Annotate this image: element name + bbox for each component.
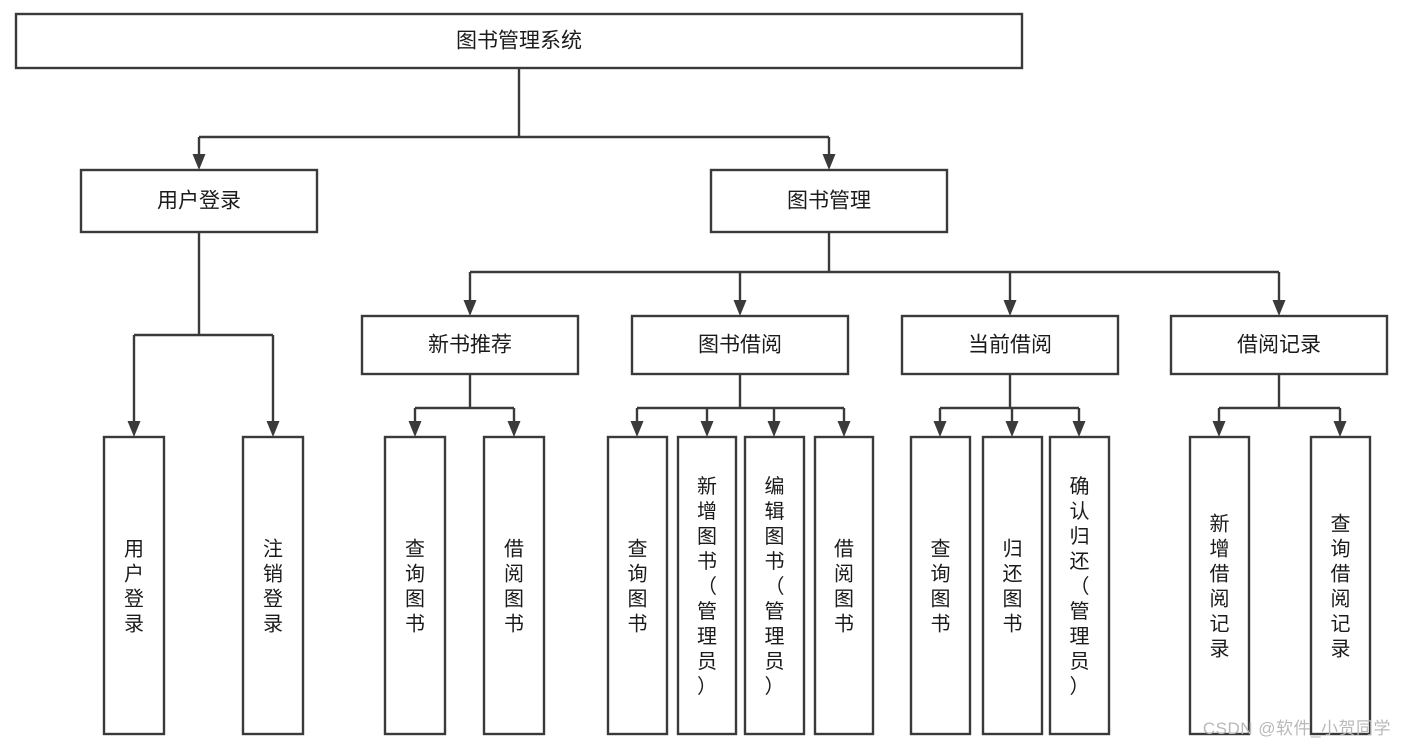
node-box-leaf-query-book-current[interactable]: [909, 435, 972, 736]
csdn-watermark: CSDN @软件_小贺同学: [1202, 719, 1391, 738]
node-leaf-user-login[interactable]: 用户登录: [102, 435, 166, 736]
node-box-leaf-confirm-return-admin[interactable]: [1048, 435, 1111, 736]
node-box-leaf-return-book[interactable]: [981, 435, 1044, 736]
arrowhead-icon: [1272, 300, 1286, 316]
node-label-book-management: 图书管理: [787, 190, 871, 213]
conn-current-to-leaves: [933, 374, 1086, 437]
node-label-leaf-confirm-return-admin: 确认归还（管理员）: [1070, 475, 1090, 698]
node-label-leaf-edit-book-admin: 编辑图书（管理员）: [765, 475, 785, 698]
conn-records-to-leaves: [1212, 374, 1347, 437]
node-new-book-recommend[interactable]: 新书推荐: [360, 314, 580, 376]
node-box-root[interactable]: [14, 12, 1024, 70]
node-box-book-borrow[interactable]: [630, 314, 850, 376]
node-leaf-query-book-recommend[interactable]: 查询图书: [383, 435, 447, 736]
arrowhead-icon: [1072, 421, 1086, 437]
conn-userlogin-to-leaves: [127, 232, 280, 437]
conn-bookmgmt-to-level3: [463, 232, 1286, 316]
node-leaf-borrow-book-recommend[interactable]: 借阅图书: [482, 435, 546, 736]
node-label-leaf-borrow-book-recommend: 借阅图书: [504, 538, 524, 636]
node-label-book-borrow: 图书借阅: [698, 334, 782, 357]
node-current-borrow[interactable]: 当前借阅: [900, 314, 1120, 376]
arrowhead-icon: [933, 421, 947, 437]
node-leaf-edit-book-admin[interactable]: 编辑图书（管理员）: [743, 435, 806, 736]
arrowhead-icon: [822, 154, 836, 170]
node-box-current-borrow[interactable]: [900, 314, 1120, 376]
node-box-new-book-recommend[interactable]: [360, 314, 580, 376]
node-label-leaf-query-borrow-record: 查询借阅记录: [1331, 513, 1351, 661]
node-borrow-records[interactable]: 借阅记录: [1169, 314, 1389, 376]
node-box-user-login[interactable]: [79, 168, 319, 234]
node-leaf-query-borrow-record[interactable]: 查询借阅记录: [1309, 435, 1372, 736]
arrowhead-icon: [408, 421, 422, 437]
arrowhead-icon: [127, 421, 141, 437]
node-label-root: 图书管理系统: [456, 30, 582, 53]
arrowhead-icon: [266, 421, 280, 437]
node-label-leaf-logout-login: 注销登录: [263, 538, 283, 636]
arrowhead-icon: [700, 421, 714, 437]
node-box-leaf-add-borrow-record[interactable]: [1188, 435, 1251, 736]
node-box-leaf-borrow-book-borrow[interactable]: [813, 435, 875, 736]
node-label-leaf-query-book-current: 查询图书: [931, 538, 951, 636]
arrowhead-icon: [767, 421, 781, 437]
node-leaf-add-book-admin[interactable]: 新增图书（管理员）: [676, 435, 738, 736]
node-user-login[interactable]: 用户登录: [79, 168, 319, 234]
node-box-leaf-query-borrow-record[interactable]: [1309, 435, 1372, 736]
arrowhead-icon: [192, 154, 206, 170]
node-root[interactable]: 图书管理系统: [14, 12, 1024, 70]
nodes-layer: 图书管理系统用户登录图书管理新书推荐图书借阅当前借阅借阅记录用户登录注销登录查询…: [14, 12, 1389, 736]
arrowhead-icon: [1333, 421, 1347, 437]
node-label-leaf-borrow-book-borrow: 借阅图书: [834, 538, 854, 636]
node-box-leaf-borrow-book-recommend[interactable]: [482, 435, 546, 736]
node-label-leaf-add-borrow-record: 新增借阅记录: [1210, 513, 1230, 661]
arrowhead-icon: [1212, 421, 1226, 437]
conn-root-to-level2: [192, 68, 836, 170]
arrowhead-icon: [507, 421, 521, 437]
node-leaf-query-book-current[interactable]: 查询图书: [909, 435, 972, 736]
node-box-leaf-query-book-recommend[interactable]: [383, 435, 447, 736]
node-label-borrow-records: 借阅记录: [1237, 334, 1321, 357]
node-leaf-query-book-borrow[interactable]: 查询图书: [606, 435, 669, 736]
node-book-borrow[interactable]: 图书借阅: [630, 314, 850, 376]
node-label-leaf-query-book-borrow: 查询图书: [628, 538, 648, 636]
node-box-book-management[interactable]: [709, 168, 949, 234]
node-box-leaf-query-book-borrow[interactable]: [606, 435, 669, 736]
node-leaf-confirm-return-admin[interactable]: 确认归还（管理员）: [1048, 435, 1111, 736]
node-label-user-login: 用户登录: [157, 190, 241, 213]
arrowhead-icon: [630, 421, 644, 437]
node-label-new-book-recommend: 新书推荐: [428, 334, 512, 357]
node-label-leaf-return-book: 归还图书: [1003, 538, 1023, 636]
arrowhead-icon: [733, 300, 747, 316]
node-label-current-borrow: 当前借阅: [968, 334, 1052, 357]
node-book-management[interactable]: 图书管理: [709, 168, 949, 234]
node-label-leaf-user-login: 用户登录: [124, 539, 144, 636]
node-label-leaf-add-book-admin: 新增图书（管理员）: [697, 475, 717, 698]
node-leaf-return-book[interactable]: 归还图书: [981, 435, 1044, 736]
node-label-leaf-query-book-recommend: 查询图书: [405, 538, 425, 636]
conn-borrow-to-leaves: [630, 374, 851, 437]
conn-recommend-to-leaves: [408, 374, 521, 437]
node-leaf-add-borrow-record[interactable]: 新增借阅记录: [1188, 435, 1251, 736]
node-box-leaf-logout-login[interactable]: [241, 435, 305, 736]
connectors-layer: [127, 68, 1347, 437]
node-leaf-borrow-book-borrow[interactable]: 借阅图书: [813, 435, 875, 736]
node-leaf-logout-login[interactable]: 注销登录: [241, 435, 305, 736]
node-box-leaf-edit-book-admin[interactable]: [743, 435, 806, 736]
arrowhead-icon: [1003, 300, 1017, 316]
node-box-leaf-user-login[interactable]: [102, 435, 166, 736]
arrowhead-icon: [463, 300, 477, 316]
node-box-leaf-add-book-admin[interactable]: [676, 435, 738, 736]
arrowhead-icon: [1005, 421, 1019, 437]
arrowhead-icon: [837, 421, 851, 437]
node-box-borrow-records[interactable]: [1169, 314, 1389, 376]
